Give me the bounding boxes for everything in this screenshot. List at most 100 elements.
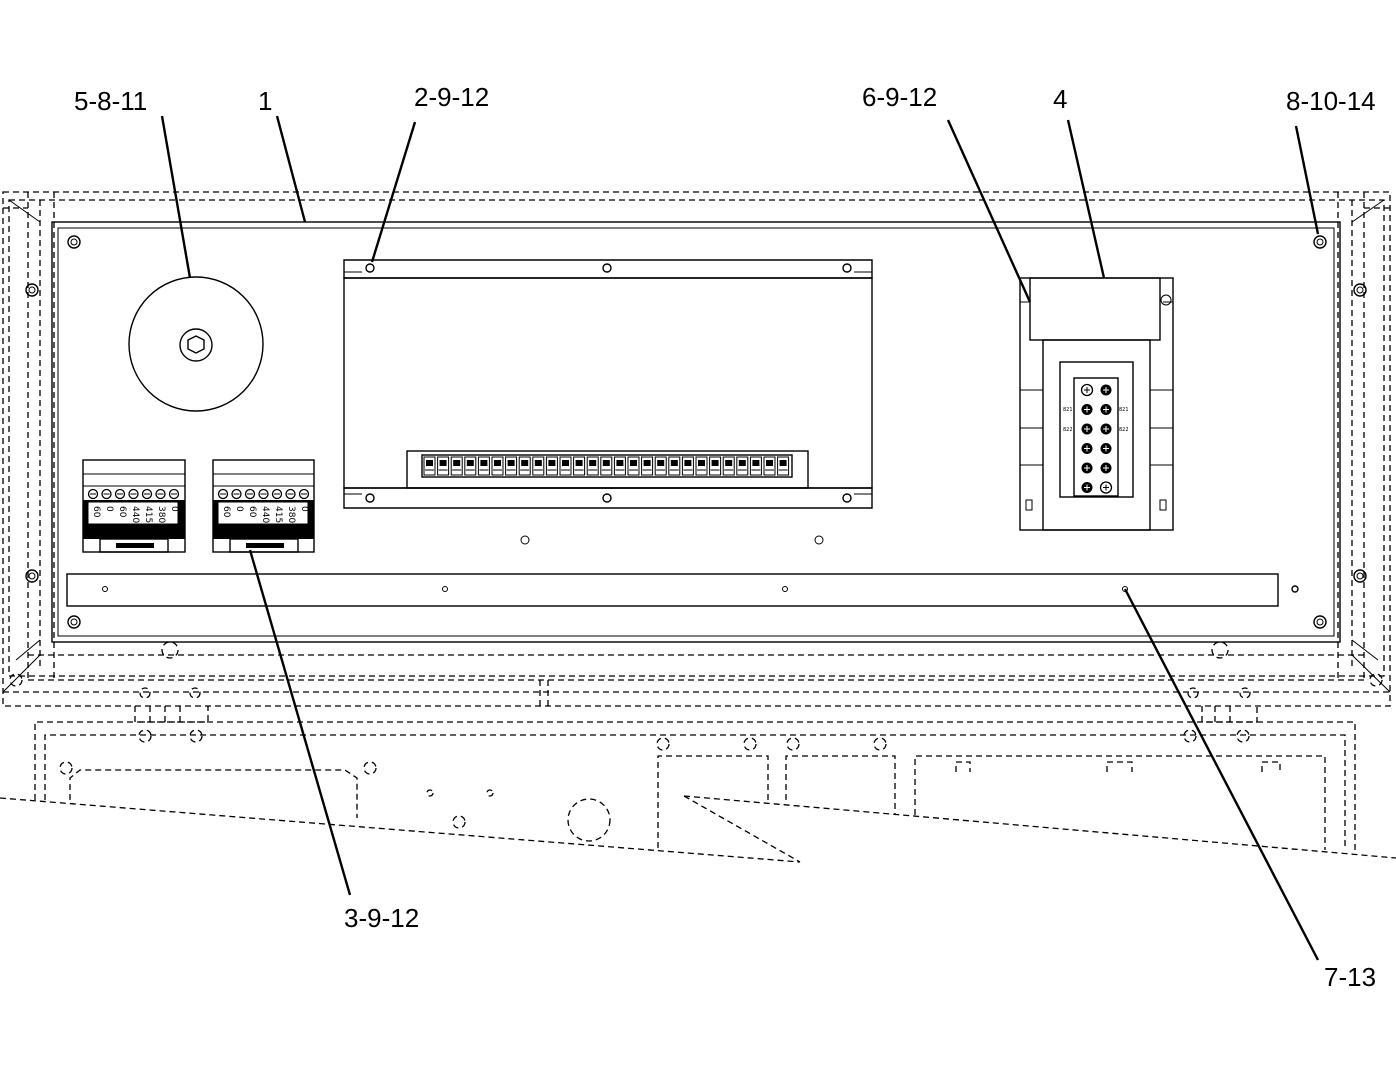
screw-icon <box>1353 569 1367 583</box>
leader-line <box>248 549 352 896</box>
tap-label: 380 <box>156 506 166 523</box>
terminal-screw-icon <box>709 456 722 476</box>
backplate-screws <box>25 235 1367 629</box>
tap-label: 0 <box>234 506 244 512</box>
callout-relay: 4 <box>1053 84 1067 114</box>
lower-enclosure-hidden <box>0 721 1396 863</box>
terminal-screw-icon <box>1080 383 1094 397</box>
screw-icon <box>1313 235 1327 249</box>
callout-rail: 7-13 <box>1324 962 1376 992</box>
terminal-label-left: 822 <box>1063 427 1073 433</box>
terminal-screw-icon <box>437 456 450 476</box>
terminal-screw-icon <box>464 456 477 476</box>
terminal-screw-icon <box>613 456 626 476</box>
terminal-screw-icon <box>722 456 735 476</box>
terminal-screw-icon <box>423 456 436 476</box>
backplate <box>51 221 1341 643</box>
tap-label: 60 <box>117 506 127 518</box>
leader-line <box>1123 588 1320 961</box>
screw-icon <box>217 488 229 500</box>
leader-line <box>946 119 1032 303</box>
enclosure-frame <box>2 191 1391 723</box>
callouts: 5-8-11 1 2-9-12 6-9-12 4 8-10-14 3-9-12 … <box>74 82 1376 992</box>
screw-icon <box>285 488 296 500</box>
terminal-screw-icon <box>654 456 667 476</box>
tap-label: 60 <box>221 506 231 518</box>
screw-icon <box>271 488 283 500</box>
terminal-screw-icon <box>573 456 586 476</box>
terminal-screw-icon <box>1081 443 1093 454</box>
terminal-label-right: 821 <box>1119 407 1129 413</box>
terminal-screw-icon <box>736 456 749 476</box>
tap-label: 0 <box>299 506 309 512</box>
leader-lines <box>160 115 1320 961</box>
terminal-screw-icon <box>477 456 490 476</box>
callout-round-component: 5-8-11 <box>74 86 147 116</box>
tap-label: 440 <box>130 506 140 523</box>
terminal-screw-icon <box>777 456 790 476</box>
screw-icon <box>87 488 99 500</box>
mount-hole <box>814 535 824 545</box>
leader-line <box>1066 119 1106 279</box>
leader-line <box>370 121 417 263</box>
terminal-screw-icon <box>1100 423 1112 435</box>
terminal-label-left: 821 <box>1063 407 1073 413</box>
screw-icon <box>101 488 112 500</box>
terminal-screw-icon <box>491 456 504 476</box>
screw-icon <box>155 488 166 500</box>
relay-assembly: 821 822 821 822 <box>1019 277 1174 531</box>
screw-icon <box>141 488 153 500</box>
terminal-screw-icon <box>600 456 613 476</box>
terminal-screw-icon <box>1081 482 1093 493</box>
screw-icon <box>298 488 310 500</box>
callout-fastener: 8-10-14 <box>1286 86 1376 116</box>
terminal-strip <box>423 456 790 476</box>
leader-line <box>1294 125 1320 235</box>
terminal-screw-icon <box>505 456 518 476</box>
screw-icon <box>258 488 269 500</box>
terminal-screw-icon <box>545 456 558 476</box>
terminal-screw-icon <box>1100 404 1112 415</box>
callout-transformer: 3-9-12 <box>344 903 419 933</box>
screw-icon <box>25 569 39 583</box>
callout-backplate: 1 <box>258 86 272 116</box>
terminal-screw-icon <box>1100 462 1112 474</box>
terminal-screw-icon <box>532 456 545 476</box>
callout-controller: 2-9-12 <box>414 82 489 112</box>
terminal-screw-icon <box>695 456 708 476</box>
terminal-screw-icon <box>681 456 694 476</box>
mounting-rail <box>66 573 1299 607</box>
screw-icon <box>1353 283 1367 297</box>
terminal-screw-icon <box>627 456 640 476</box>
terminal-screw-icon <box>668 456 681 476</box>
terminal-screw-icon <box>1099 481 1113 494</box>
tap-label: 60 <box>247 506 257 518</box>
screw-icon <box>244 488 256 500</box>
screw-icon <box>128 488 139 500</box>
terminal-screw-icon <box>749 456 762 476</box>
terminal-screw-icon <box>763 456 776 476</box>
tap-label: 440 <box>260 506 270 523</box>
screw-icon <box>67 235 81 249</box>
round-component <box>128 276 264 412</box>
screw-icon <box>231 488 242 500</box>
leader-line <box>275 115 307 223</box>
terminal-screw-icon <box>1100 443 1112 454</box>
screw-icon <box>67 615 81 629</box>
screw-icon <box>25 283 39 297</box>
screw-icon <box>168 488 180 500</box>
tap-label: 415 <box>143 506 153 523</box>
tap-label: 0 <box>169 506 179 512</box>
terminal-screw-icon <box>1081 462 1093 474</box>
terminal-label-right: 822 <box>1119 427 1129 433</box>
terminal-screw-icon <box>1081 404 1093 415</box>
terminal-screw-icon <box>518 456 531 476</box>
callout-relay-bracket: 6-9-12 <box>862 82 937 112</box>
mount-hole <box>520 535 530 545</box>
screw-icon <box>114 488 126 500</box>
tap-label: 0 <box>104 506 114 512</box>
